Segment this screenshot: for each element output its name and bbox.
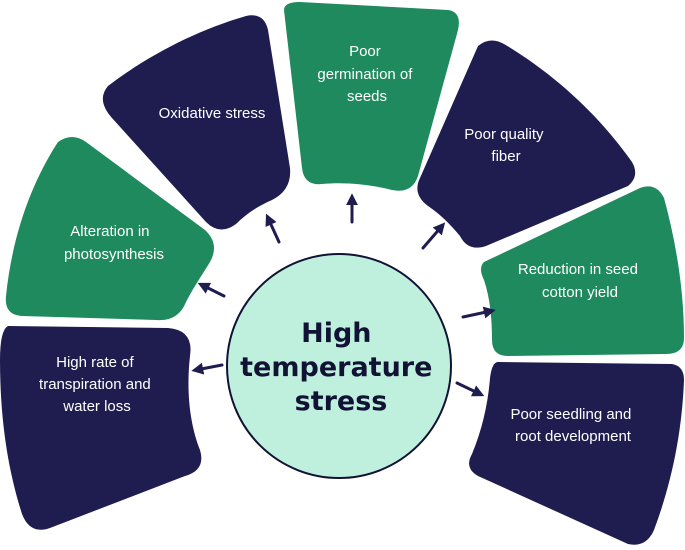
center-label-line: temperature [240, 352, 432, 383]
arrow-to-seed-cotton-yield [461, 306, 496, 319]
arrow-to-photosynthesis [197, 282, 226, 298]
segment-seedling-root-line: root development [515, 428, 632, 445]
segment-seedling-root: Poor seedling and root development [469, 362, 684, 545]
segment-germination-shape [284, 2, 459, 191]
center-label-line: High [301, 318, 371, 349]
segment-seedling-root-line: Poor seedling and [510, 406, 631, 423]
segment-seed-cotton-yield-line: cotton yield [542, 284, 618, 301]
segment-oxidative-stress-shape [102, 15, 291, 230]
segment-transpiration-line: water loss [62, 398, 131, 415]
segment-oxidative-stress-label: Oxidative stress [159, 105, 266, 122]
segment-seed-cotton-yield-label: Reduction in seed cotton yield [518, 261, 642, 301]
segment-photosynthesis: Alteration in photosynthesis [5, 137, 214, 321]
center-circle [226, 253, 452, 479]
segment-seed-cotton-yield-shape [481, 186, 684, 356]
segment-oxidative-stress-line: Oxidative stress [159, 105, 266, 122]
segment-photosynthesis-label: Alteration in photosynthesis [64, 223, 164, 263]
segment-fiber-quality-shape [417, 40, 636, 248]
center-label: High temperature stress [240, 318, 442, 417]
segment-fiber-quality: Poor quality fiber [417, 40, 636, 248]
segment-germination: Poor germination of seeds [284, 2, 459, 191]
arrow-to-transpiration [191, 362, 224, 375]
arrows [191, 193, 496, 397]
segment-oxidative-stress: Oxidative stress [102, 15, 291, 230]
segment-germination-line: Poor [349, 43, 381, 60]
center-label-line: stress [295, 386, 388, 417]
segment-transpiration: High rate of transpiration and water los… [0, 326, 202, 530]
segment-fiber-quality-line: fiber [491, 148, 520, 165]
segment-fiber-quality-line: Poor quality [464, 126, 544, 143]
segment-seedling-root-label: Poor seedling and root development [510, 406, 635, 445]
segment-germination-label: Poor germination of seeds [317, 43, 416, 105]
segment-transpiration-line: transpiration and [39, 376, 151, 393]
segment-fiber-quality-label: Poor quality fiber [464, 126, 547, 165]
arrow-to-fiber-quality [421, 222, 446, 250]
segment-germination-line: germination of [317, 66, 413, 83]
arrow-to-oxidative-stress [265, 213, 281, 244]
segment-germination-line: seeds [347, 88, 387, 105]
segment-transpiration-shape [0, 326, 202, 530]
segment-transpiration-line: High rate of [56, 354, 134, 371]
segment-photosynthesis-line: photosynthesis [64, 246, 164, 263]
center-node: High temperature stress [226, 253, 452, 479]
segment-transpiration-label: High rate of transpiration and water los… [39, 354, 155, 415]
segment-seed-cotton-yield: Reduction in seed cotton yield [481, 186, 684, 356]
arrow-to-seedling-root [455, 381, 485, 397]
segment-photosynthesis-line: Alteration in [70, 223, 149, 240]
segment-photosynthesis-shape [5, 137, 214, 321]
segment-seed-cotton-yield-line: Reduction in seed [518, 261, 638, 278]
segment-seedling-root-shape [469, 362, 684, 545]
